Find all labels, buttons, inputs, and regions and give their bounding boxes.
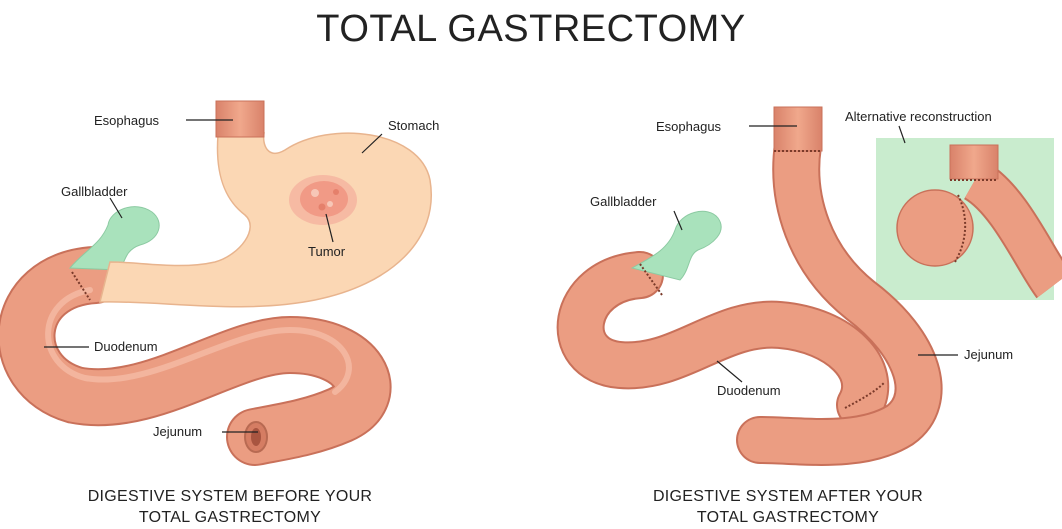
label-esophagus-before: Esophagus xyxy=(94,113,160,128)
label-gallbladder-after: Gallbladder xyxy=(590,194,657,209)
label-gallbladder-before: Gallbladder xyxy=(61,184,128,199)
label-jejunum-before: Jejunum xyxy=(153,424,202,439)
label-jejunum-after: Jejunum xyxy=(964,347,1013,362)
before-esophagus xyxy=(216,101,264,137)
label-esophagus-after: Esophagus xyxy=(656,119,722,134)
caption-before-line2: TOTAL GASTRECTOMY xyxy=(20,507,440,528)
before-gallbladder xyxy=(70,207,159,270)
label-tumor: Tumor xyxy=(308,244,346,259)
label-duodenum-after: Duodenum xyxy=(717,383,781,398)
caption-after-line1: DIGESTIVE SYSTEM AFTER YOUR xyxy=(578,486,998,507)
caption-after: DIGESTIVE SYSTEM AFTER YOUR TOTAL GASTRE… xyxy=(578,486,998,528)
before-tumor xyxy=(289,175,357,225)
after-gallbladder xyxy=(632,211,721,280)
label-duodenum-before: Duodenum xyxy=(94,339,158,354)
label-alternative-reconstruction: Alternative reconstruction xyxy=(845,109,992,124)
before-diagram xyxy=(26,101,431,452)
caption-after-line2: TOTAL GASTRECTOMY xyxy=(578,507,998,528)
after-esophagus xyxy=(774,107,822,151)
caption-before-line1: DIGESTIVE SYSTEM BEFORE YOUR xyxy=(20,486,440,507)
label-stomach: Stomach xyxy=(388,118,439,133)
caption-before: DIGESTIVE SYSTEM BEFORE YOUR TOTAL GASTR… xyxy=(20,486,440,528)
after-diagram xyxy=(581,107,1054,442)
